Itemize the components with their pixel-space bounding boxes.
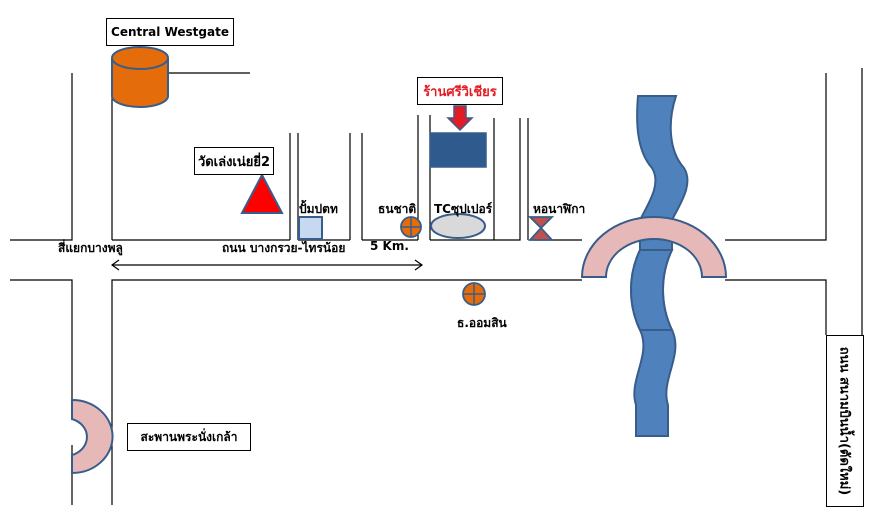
side-road-label: ถนน สนามบินน้ำ(ตัดใหม่) — [836, 346, 852, 496]
gas-station-label: ปั้มปตท — [299, 202, 338, 216]
phra-nang-klao-bridge-icon — [71, 398, 114, 475]
wat-label: วัดเล่งเน่ยยี่2 — [194, 147, 274, 175]
gsb-bank-icon — [462, 282, 486, 306]
clock-tower-label: หอนาฬิกา — [533, 202, 586, 216]
river-bridge-icon — [580, 216, 728, 278]
clock-tower-icon — [527, 216, 555, 241]
intersection-label: สี่แยกบางพลู — [58, 241, 123, 255]
temple-triangle-icon — [240, 172, 284, 214]
gsb-bank-label: ธ.ออมสิน — [457, 316, 507, 330]
shop-name-label: ร้านศรีวิเชียร — [417, 77, 503, 105]
thanachart-label: ธนชาติ — [378, 202, 417, 216]
side-road-label-box: ถนน สนามบินน้ำ(ตัดใหม่) — [826, 335, 864, 507]
main-road-label: ถนน บางกรวย-ไทรน้อย — [222, 241, 346, 255]
tc-super-label: TCซุปเปอร์ — [434, 202, 493, 216]
shop-building-icon — [429, 132, 487, 168]
distance-label: 5 Km. — [370, 239, 409, 253]
central-westgate-label: Central Westgate — [106, 18, 234, 46]
thanachart-bank-icon — [400, 216, 422, 238]
phra-nang-klao-bridge-label: สะพานพระนั่งเกล้า — [127, 423, 251, 451]
road-lines — [10, 68, 863, 505]
river-lower-icon — [630, 249, 674, 331]
down-arrow-icon — [446, 105, 474, 132]
distance-arrow — [110, 259, 424, 271]
central-westgate-cylinder-icon — [111, 46, 169, 108]
gas-station-icon — [298, 216, 323, 240]
tc-super-icon — [430, 213, 486, 239]
